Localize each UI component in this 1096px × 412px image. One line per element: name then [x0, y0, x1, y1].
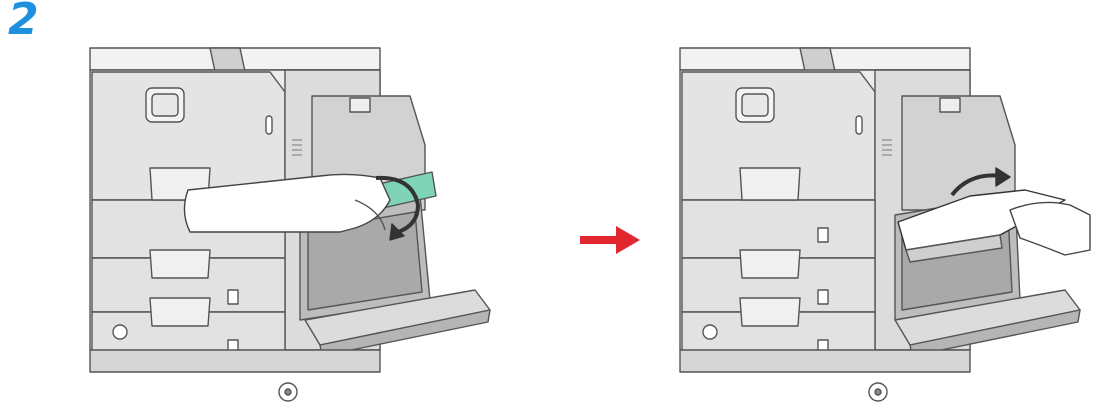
printer-diagram-left — [89, 47, 491, 402]
step-number: 2 — [8, 0, 39, 45]
printer-illustration-step-b — [670, 0, 1096, 412]
printer-illustration-step-a — [80, 0, 500, 412]
right-arrow-icon — [578, 222, 642, 258]
printer-diagram-right — [679, 47, 1091, 402]
